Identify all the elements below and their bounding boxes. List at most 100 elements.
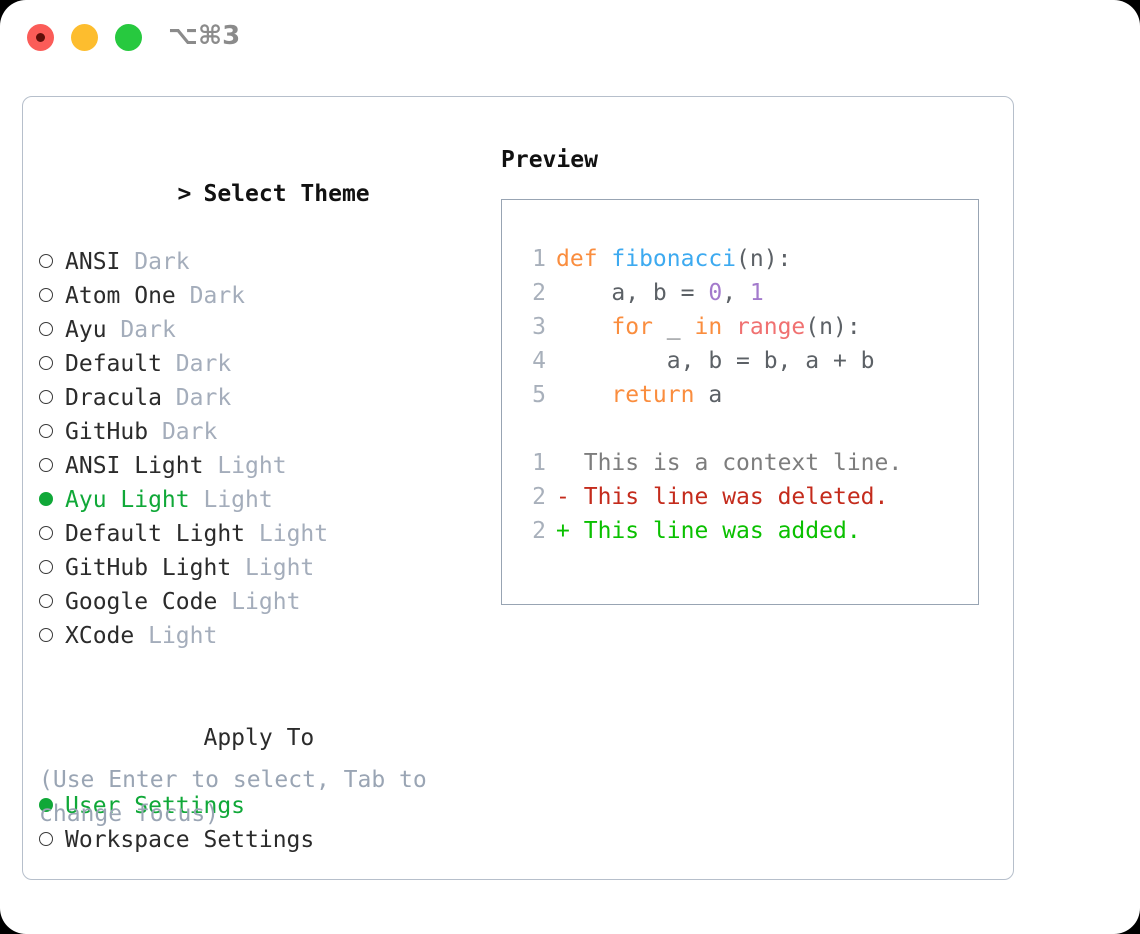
maximize-window-button[interactable] bbox=[115, 24, 142, 51]
theme-category: Dark bbox=[175, 385, 232, 411]
diff-line: 2- This line was deleted. bbox=[502, 480, 978, 514]
traffic-lights bbox=[27, 24, 142, 51]
code-token: (n): bbox=[736, 246, 792, 272]
theme-category: Dark bbox=[189, 283, 246, 309]
apply-to-item[interactable]: Workspace Settings bbox=[39, 823, 469, 857]
code-token: range bbox=[736, 314, 806, 340]
diff-sign: + bbox=[556, 518, 570, 544]
theme-list-item[interactable]: Default Light Light bbox=[39, 517, 469, 551]
theme-category: Light bbox=[203, 487, 273, 513]
theme-list-item[interactable]: Ayu Dark bbox=[39, 313, 469, 347]
code-line: 3 for _ in range(n): bbox=[502, 310, 978, 344]
radio-unselected-icon bbox=[39, 381, 65, 415]
apply-to-marker-space bbox=[177, 721, 203, 755]
code-line: 4 a, b = b, a + b bbox=[502, 344, 978, 378]
minimize-window-button[interactable] bbox=[71, 24, 98, 51]
radio-unselected-icon bbox=[39, 245, 65, 279]
apply-to-item[interactable]: User Settings bbox=[39, 789, 469, 823]
theme-name: XCode bbox=[65, 623, 135, 649]
theme-category: Dark bbox=[120, 317, 176, 343]
theme-name: ANSI Light bbox=[65, 453, 204, 479]
theme-list-item[interactable]: ANSI Dark bbox=[39, 245, 469, 279]
line-number: 5 bbox=[532, 382, 546, 408]
title-bar: ⌥⌘3 bbox=[0, 0, 1140, 78]
diff-text: This line was added. bbox=[583, 518, 861, 544]
code-token: 0 bbox=[708, 280, 723, 306]
code-token: a, b = b, a + b bbox=[556, 348, 875, 374]
radio-unselected-icon bbox=[39, 551, 65, 585]
preview-title: Preview bbox=[501, 147, 598, 173]
theme-category: Dark bbox=[161, 419, 218, 445]
diff-gap bbox=[570, 484, 584, 510]
radio-unselected-icon bbox=[39, 585, 65, 619]
diff-sample: 1 This is a context line. 2- This line wa… bbox=[502, 446, 978, 548]
apply-to-label: Workspace Settings bbox=[65, 827, 315, 853]
code-token bbox=[556, 382, 611, 408]
theme-category: Dark bbox=[134, 249, 190, 275]
code-token: _ bbox=[652, 314, 695, 340]
close-window-button[interactable] bbox=[27, 24, 54, 51]
line-number: 2 bbox=[532, 484, 546, 510]
diff-gap bbox=[570, 450, 584, 476]
theme-list-item[interactable]: Default Dark bbox=[39, 347, 469, 381]
theme-list-item[interactable]: Google Code Light bbox=[39, 585, 469, 619]
code-token: for bbox=[611, 314, 653, 340]
radio-unselected-icon bbox=[39, 415, 65, 449]
diff-text: This is a context line. bbox=[583, 450, 903, 476]
theme-name: Google Code bbox=[65, 589, 218, 615]
keyboard-shortcut-label: ⌥⌘3 bbox=[168, 21, 241, 51]
theme-name: Atom One bbox=[65, 283, 176, 309]
section-spacer bbox=[39, 653, 469, 687]
theme-list-item[interactable]: GitHub Dark bbox=[39, 415, 469, 449]
theme-list-item[interactable]: ANSI Light Light bbox=[39, 449, 469, 483]
radio-unselected-icon bbox=[39, 517, 65, 551]
line-number: 3 bbox=[532, 314, 546, 340]
keyboard-hint-text: (Use Enter to select, Tab to change focu… bbox=[39, 767, 427, 827]
code-token bbox=[556, 314, 611, 340]
line-number: 1 bbox=[532, 246, 546, 272]
apply-to-title: Apply To bbox=[203, 725, 315, 751]
radio-selected-icon bbox=[39, 789, 65, 823]
theme-name: Ayu bbox=[65, 317, 107, 343]
prompt-caret-icon: > bbox=[177, 181, 192, 207]
theme-category: Light bbox=[231, 589, 301, 615]
radio-unselected-icon bbox=[39, 347, 65, 381]
theme-list-item[interactable]: XCode Light bbox=[39, 619, 469, 653]
theme-list-item[interactable]: Atom One Dark bbox=[39, 279, 469, 313]
theme-name: Default bbox=[65, 351, 162, 377]
code-token: fibonacci bbox=[611, 246, 737, 272]
diff-text: This line was deleted. bbox=[583, 484, 889, 510]
line-number: 1 bbox=[532, 450, 546, 476]
code-token: return bbox=[611, 382, 695, 408]
code-line: 2 a, b = 0, 1 bbox=[502, 276, 978, 310]
theme-category: Dark bbox=[175, 351, 232, 377]
line-number: 2 bbox=[532, 280, 546, 306]
code-token: in bbox=[694, 314, 723, 340]
theme-picker-header: >Select Theme bbox=[39, 143, 469, 245]
theme-list-item[interactable]: Dracula Dark bbox=[39, 381, 469, 415]
theme-name: Dracula bbox=[65, 385, 162, 411]
diff-sign: - bbox=[556, 484, 570, 510]
code-token: def bbox=[556, 246, 612, 272]
code-line: 1 def fibonacci(n): bbox=[502, 242, 978, 276]
code-line: 5 return a bbox=[502, 378, 978, 412]
theme-category: Light bbox=[245, 555, 315, 581]
code-token: , bbox=[722, 280, 750, 306]
theme-list-item[interactable]: Ayu Light Light bbox=[39, 483, 469, 517]
radio-unselected-icon bbox=[39, 619, 65, 653]
theme-category: Light bbox=[148, 623, 218, 649]
radio-unselected-icon bbox=[39, 449, 65, 483]
diff-sign bbox=[556, 450, 570, 476]
theme-name: GitHub Light bbox=[65, 555, 232, 581]
theme-name: Default Light bbox=[65, 521, 246, 547]
radio-unselected-icon bbox=[39, 823, 65, 857]
apply-to-label: User Settings bbox=[65, 793, 246, 819]
theme-list-item[interactable]: GitHub Light Light bbox=[39, 551, 469, 585]
diff-line: 2+ This line was added. bbox=[502, 514, 978, 548]
